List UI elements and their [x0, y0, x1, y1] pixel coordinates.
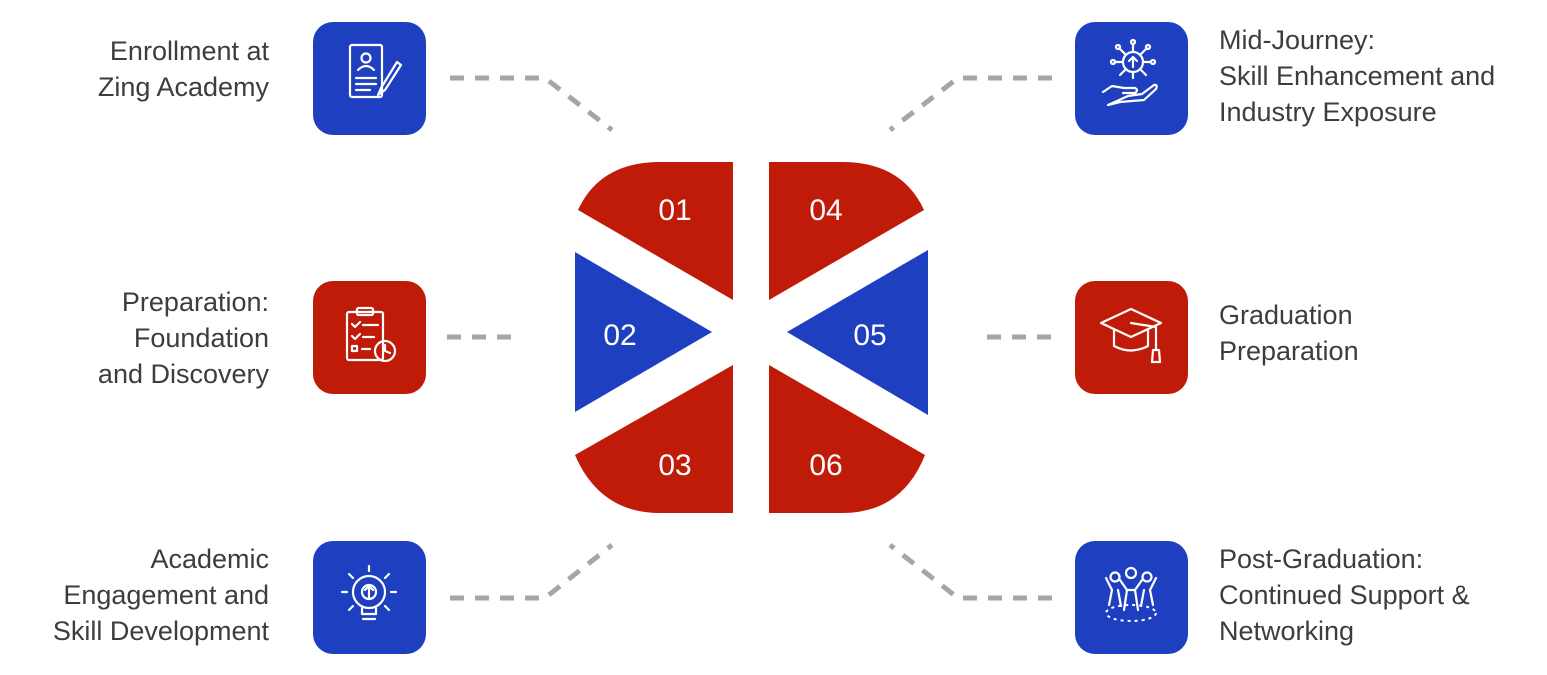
icon-tile-04	[1075, 22, 1188, 135]
icon-tile-05	[1075, 281, 1188, 394]
application-form-icon	[348, 43, 403, 99]
step-number-06: 06	[809, 449, 842, 482]
icon-tile-01	[313, 22, 426, 135]
step-number-04: 04	[809, 194, 842, 227]
segment-01	[578, 162, 733, 300]
segment-05	[787, 250, 928, 415]
step-number-03: 03	[658, 449, 691, 482]
graduation-cap-icon	[1099, 307, 1163, 364]
segment-04	[769, 162, 924, 300]
connector-06	[888, 543, 1052, 601]
step-label-01: Enrollment at Zing Academy	[97, 36, 269, 102]
segment-03	[575, 365, 733, 513]
step-label-05: Graduation Preparation	[1219, 300, 1359, 366]
step-number-01: 01	[658, 194, 691, 227]
team-circle-icon	[1104, 566, 1158, 622]
segment-02	[575, 252, 712, 412]
checklist-clock-icon	[345, 306, 397, 363]
connector-01	[450, 75, 614, 132]
step-number-02: 02	[603, 319, 636, 352]
lightbulb-gear-icon	[340, 564, 398, 621]
icon-tile-03	[313, 541, 426, 654]
connector-03	[450, 543, 614, 601]
step-label-02: Preparation: Foundation and Discovery	[97, 287, 269, 389]
step-number-05: 05	[853, 319, 886, 352]
icon-tile-06	[1075, 541, 1188, 654]
hand-network-icon	[1101, 38, 1158, 107]
step-label-03: Academic Engagement and Skill Developmen…	[52, 544, 269, 646]
icon-tile-02	[313, 281, 426, 394]
step-label-06: Post-Graduation: Continued Support & Net…	[1219, 544, 1470, 646]
segment-06	[769, 365, 925, 513]
step-label-04: Mid-Journey: Skill Enhancement and Indus…	[1219, 25, 1496, 127]
center-emblem: 01 04 02 05 03 06	[575, 162, 928, 513]
connector-04	[888, 75, 1052, 132]
